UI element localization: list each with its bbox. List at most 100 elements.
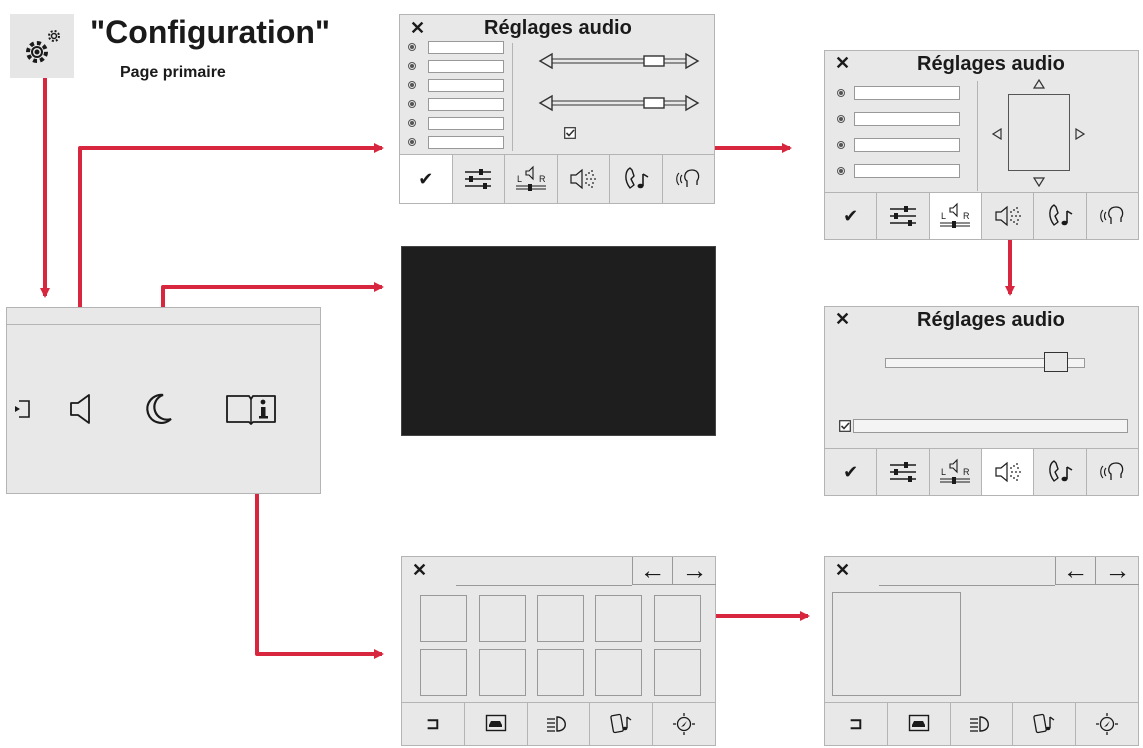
next-button[interactable]: → (1095, 557, 1139, 585)
phone-tab[interactable] (1012, 703, 1075, 745)
preset-radio-2[interactable] (408, 62, 416, 70)
preset-field-6[interactable] (428, 136, 504, 149)
gallery-thumb-9[interactable] (595, 649, 642, 696)
checkbox-checked[interactable] (839, 420, 851, 432)
preset-field-2[interactable] (428, 60, 504, 73)
voice-tab[interactable] (661, 155, 715, 203)
close-icon[interactable]: ✕ (835, 560, 851, 580)
gallery-thumb-3[interactable] (537, 595, 584, 642)
validate-tab[interactable]: ✔ (825, 193, 876, 239)
sound-effects-tab[interactable] (980, 193, 1033, 239)
validate-tab[interactable]: ✔ (825, 449, 876, 495)
next-button[interactable]: → (672, 557, 716, 585)
prev-button[interactable]: ← (632, 557, 672, 585)
gallery-thumb-1[interactable] (420, 595, 467, 642)
primary-page-header-bar (7, 308, 320, 325)
preset-radio-2[interactable] (837, 115, 845, 123)
preset-field-5[interactable] (428, 117, 504, 130)
moon-icon[interactable] (143, 392, 175, 426)
column-divider (977, 81, 978, 191)
arrow-left-icon[interactable] (992, 128, 1002, 140)
checkbox-checked[interactable] (564, 127, 576, 139)
arrow-up-icon[interactable] (1033, 79, 1045, 89)
phone-ringtone-tab[interactable] (1033, 449, 1085, 495)
preset-radio-1[interactable] (408, 43, 416, 51)
volume-slider-track[interactable] (885, 358, 1085, 368)
check-icon: ✔ (843, 205, 859, 226)
equalizer-tab[interactable] (451, 155, 505, 203)
phone-ringtone-tab[interactable] (1033, 193, 1085, 239)
preset-field-1[interactable] (428, 41, 504, 54)
balance-tab[interactable]: L R (928, 449, 981, 495)
voice-tab[interactable] (1085, 449, 1138, 495)
info-detail-panel: ✕ ← → ⊐ (824, 556, 1139, 746)
panel-title: Réglages audio (484, 17, 632, 39)
speaker-sound-icon (995, 205, 1021, 227)
book-info-icon[interactable] (223, 392, 279, 426)
vehicle-tab[interactable] (463, 703, 527, 745)
info-gallery-panel: ✕ ← → ⊐ (401, 556, 716, 746)
arrow-right-icon[interactable] (1075, 128, 1085, 140)
sound-effects-tab[interactable] (980, 449, 1034, 495)
preset-radio-4[interactable] (408, 100, 416, 108)
balance-fader-square[interactable] (1008, 94, 1070, 171)
preset-radio-3[interactable] (837, 141, 845, 149)
close-icon[interactable]: ✕ (412, 560, 428, 580)
balance-tab[interactable]: L R (504, 155, 557, 203)
gallery-thumb-6[interactable] (420, 649, 467, 696)
preset-radio-3[interactable] (408, 81, 416, 89)
slider-bass[interactable] (538, 51, 700, 71)
slider-treble[interactable] (538, 93, 700, 113)
gears-icon (26, 30, 60, 63)
back-tab[interactable]: ⊐ (825, 703, 887, 745)
preset-field-3[interactable] (428, 79, 504, 92)
headlight-icon (547, 716, 567, 732)
arrow-down-icon[interactable] (1033, 177, 1045, 187)
speaker-icon[interactable] (67, 392, 97, 426)
validate-tab[interactable]: ✔ (400, 155, 452, 203)
equalizer-tab[interactable] (876, 193, 928, 239)
preset-radio-1[interactable] (837, 89, 845, 97)
back-tab[interactable]: ⊐ (402, 703, 464, 745)
preset-field-2[interactable] (854, 112, 960, 126)
svg-text:L: L (517, 174, 522, 184)
sound-effects-tab[interactable] (556, 155, 610, 203)
close-icon[interactable]: ✕ (835, 309, 851, 329)
preset-field-3[interactable] (854, 138, 960, 152)
navigation-tab[interactable] (1075, 703, 1138, 745)
navigation-tab[interactable] (652, 703, 715, 745)
gallery-thumb-10[interactable] (654, 649, 701, 696)
volume-slider-thumb[interactable] (1044, 352, 1068, 372)
arrow-left-icon: ← (1062, 555, 1089, 585)
exit-icon[interactable] (13, 398, 33, 420)
preset-radio-6[interactable] (408, 138, 416, 146)
gallery-thumb-4[interactable] (595, 595, 642, 642)
voice-tab[interactable] (1085, 193, 1138, 239)
phone-ringtone-tab[interactable] (609, 155, 662, 203)
gallery-thumb-5[interactable] (654, 595, 701, 642)
gallery-thumb-2[interactable] (479, 595, 526, 642)
preset-field-4[interactable] (854, 164, 960, 178)
check-icon: ✔ (418, 168, 434, 189)
balance-tab[interactable]: L R (928, 193, 981, 239)
lights-tab[interactable] (526, 703, 590, 745)
close-icon[interactable]: ✕ (835, 53, 851, 73)
detail-image (832, 592, 961, 696)
gallery-thumb-7[interactable] (479, 649, 526, 696)
lights-tab[interactable] (949, 703, 1013, 745)
preset-radio-5[interactable] (408, 119, 416, 127)
info-tab-bar: ⊐ (402, 702, 715, 745)
gallery-thumb-8[interactable] (537, 649, 584, 696)
audio-settings-panel: ✕ Réglages audio ✔ (399, 14, 715, 204)
phone-tab[interactable] (589, 703, 652, 745)
preset-field-4[interactable] (428, 98, 504, 111)
equalizer-tab[interactable] (876, 449, 928, 495)
preset-radio-4[interactable] (837, 167, 845, 175)
svg-text:L: L (941, 211, 946, 221)
prev-button[interactable]: ← (1055, 557, 1095, 585)
audio-tab-bar: ✔ L R (825, 192, 1138, 239)
preset-field-1[interactable] (854, 86, 960, 100)
close-icon[interactable]: ✕ (410, 18, 426, 38)
vehicle-tab[interactable] (886, 703, 950, 745)
arrow-right-icon: → (681, 555, 708, 585)
